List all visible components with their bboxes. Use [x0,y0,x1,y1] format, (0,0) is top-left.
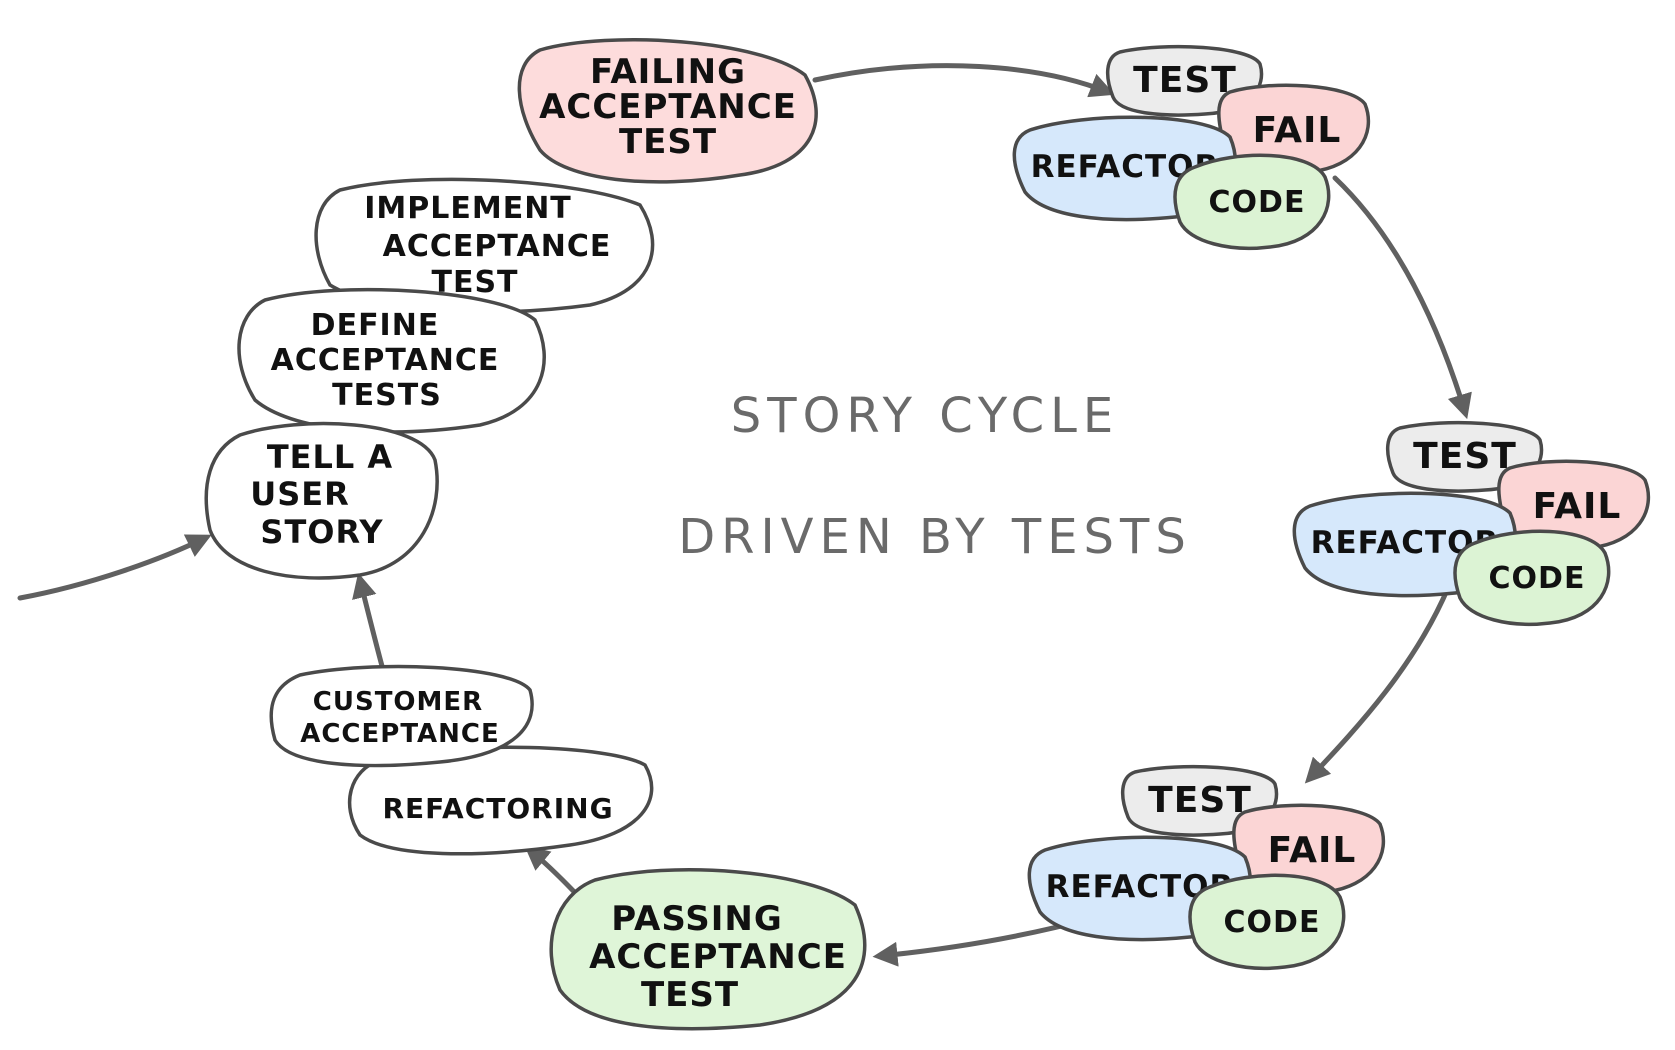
arrow-entry [17,534,212,601]
tdd-code-label: CODE [1209,185,1306,220]
tdd-fail-label: FAIL [1268,830,1357,871]
implement-line-2: ACCEPTANCE [383,229,612,264]
refactoring-label: REFACTORING [382,792,613,825]
passing-line-1: PASSING [611,899,783,939]
tell-line-3: STORY [260,513,383,551]
customer-acceptance: CUSTOMER ACCEPTANCE [269,664,534,768]
tdd-code-blob [1188,873,1346,971]
failing-line-2: ACCEPTANCE [539,87,797,127]
failing-acceptance-test: FAILING ACCEPTANCE TEST [517,38,818,184]
refactoring-step: REFACTORING [347,745,654,856]
define-line-3: TESTS [332,378,442,413]
story-steps: FAILING ACCEPTANCE TEST IMPLEMENT ACCEPT… [204,38,867,1031]
define-acceptance-tests: DEFINE ACCEPTANCE TESTS [237,287,546,434]
define-blob [237,287,546,434]
tell-blob [204,421,439,580]
failing-blob [517,38,818,184]
passing-line-3: TEST [641,975,739,1015]
tdd-clusters: TEST FAIL REFACTOR CODE TEST FAIL REFACT… [1012,44,1651,971]
define-line-1: DEFINE [311,308,440,343]
failing-line-3: TEST [619,122,717,162]
arrow-customer-to-tell [352,572,385,669]
passing-line-2: ACCEPTANCE [589,937,847,977]
tdd-cluster-1: TEST FAIL REFACTOR CODE [1012,44,1371,251]
arrow-tdd1-to-tdd2 [1332,175,1472,420]
customer-line-1: CUSTOMER [313,687,483,717]
tdd-fail-label: FAIL [1533,486,1622,527]
center-line-1: STORY CYCLE [731,388,1119,444]
implement-line-1: IMPLEMENT [364,191,572,226]
center-title: STORY CYCLE DRIVEN BY TESTS [678,388,1192,565]
tdd-code-label: CODE [1489,561,1586,596]
tdd-test-label: TEST [1413,436,1517,477]
customer-line-2: ACCEPTANCE [300,719,500,749]
refactoring-blob [347,745,654,856]
passing-blob [549,868,867,1031]
tdd-test-label: TEST [1133,60,1237,101]
center-line-2: DRIVEN BY TESTS [678,509,1192,565]
tdd-cluster-3: TEST FAIL REFACTOR CODE [1027,764,1386,971]
tdd-test-label: TEST [1148,780,1252,821]
tdd-code-blob [1173,153,1331,251]
define-line-2: ACCEPTANCE [271,343,500,378]
customer-blob [269,664,534,768]
tell-line-2: USER [250,475,350,513]
tdd-code-label: CODE [1224,905,1321,940]
implement-acceptance-test: IMPLEMENT ACCEPTANCE TEST [314,177,655,314]
failing-line-1: FAILING [590,52,746,92]
tdd-cluster-2: TEST FAIL REFACTOR CODE [1292,420,1651,627]
tell-line-1: TELL A [267,438,393,476]
arrow-failing-to-tdd1 [812,63,1115,98]
arrow-tdd2-to-tdd3 [1304,585,1451,784]
tdd-code-blob [1453,529,1611,627]
tell-a-user-story: TELL A USER STORY [204,421,439,580]
passing-acceptance-test: PASSING ACCEPTANCE TEST [549,868,867,1031]
tdd-fail-label: FAIL [1253,110,1342,151]
implement-blob [314,177,655,314]
